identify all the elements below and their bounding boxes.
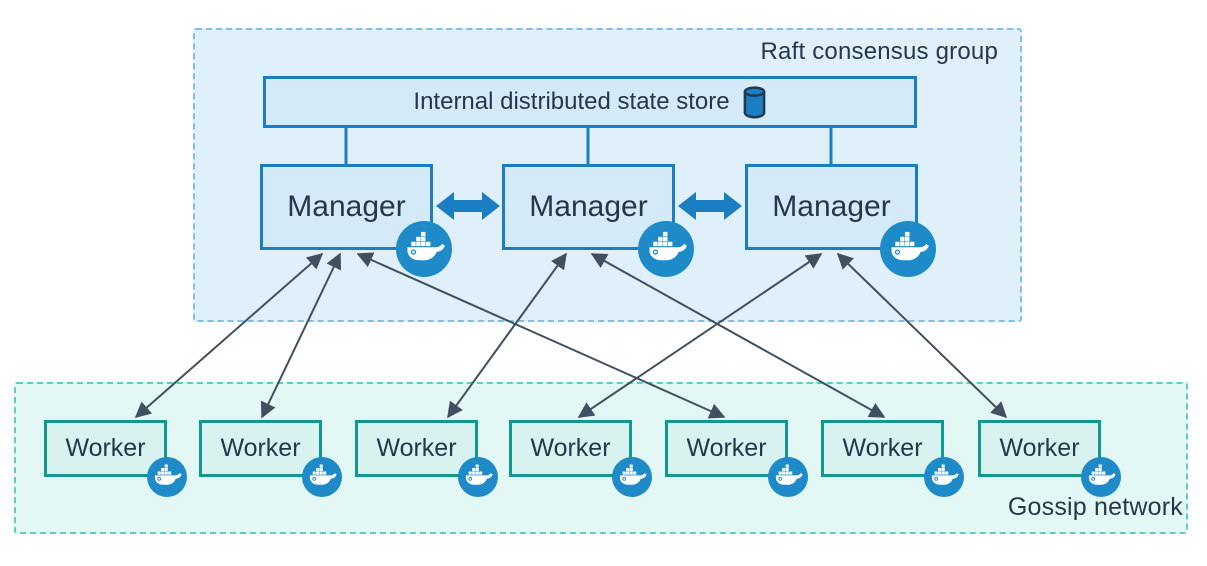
worker-label: Worker (842, 434, 923, 462)
worker-node-1: Worker (44, 420, 167, 477)
docker-whale-icon (396, 221, 452, 277)
worker-label: Worker (376, 434, 457, 462)
raft-group-label: Raft consensus group (760, 38, 998, 65)
edge-manager2-manager3 (678, 192, 742, 220)
docker-whale-icon (768, 457, 808, 497)
docker-whale-icon (147, 457, 187, 497)
edge-manager1-worker2 (260, 252, 342, 419)
worker-label: Worker (220, 434, 301, 462)
edge-manager3-worker7 (836, 252, 1008, 419)
docker-whale-icon (612, 457, 652, 497)
worker-node-4: Worker (509, 420, 632, 477)
worker-label: Worker (686, 434, 767, 462)
worker-node-7: Worker (978, 420, 1101, 477)
manager-label: Manager (287, 190, 406, 223)
manager-peer-arrows (436, 192, 742, 220)
docker-whale-icon (1081, 457, 1121, 497)
worker-label: Worker (999, 434, 1080, 462)
docker-whale-icon (302, 457, 342, 497)
manager-label: Manager (529, 190, 648, 223)
manager-worker-arrows (134, 252, 1008, 419)
worker-label: Worker (530, 434, 611, 462)
edge-manager3-worker4 (577, 253, 823, 418)
edge-manager1-manager2 (436, 192, 500, 220)
docker-whale-icon (458, 457, 498, 497)
worker-node-5: Worker (665, 420, 788, 477)
gossip-network-label: Gossip network (1007, 493, 1183, 521)
database-cylinder-icon (742, 85, 767, 119)
docker-whale-icon (924, 457, 964, 497)
edge-manager2-worker3 (447, 252, 567, 419)
docker-whale-icon (638, 221, 694, 277)
docker-whale-icon (880, 221, 936, 277)
worker-node-3: Worker (355, 420, 478, 477)
worker-label: Worker (65, 434, 146, 462)
manager-label: Manager (772, 190, 891, 223)
worker-node-2: Worker (199, 420, 322, 477)
store-manager-connectors (344, 127, 833, 166)
worker-node-6: Worker (821, 420, 944, 477)
state-store-label: Internal distributed state store (413, 88, 730, 115)
state-store-node: Internal distributed state store (263, 76, 917, 128)
